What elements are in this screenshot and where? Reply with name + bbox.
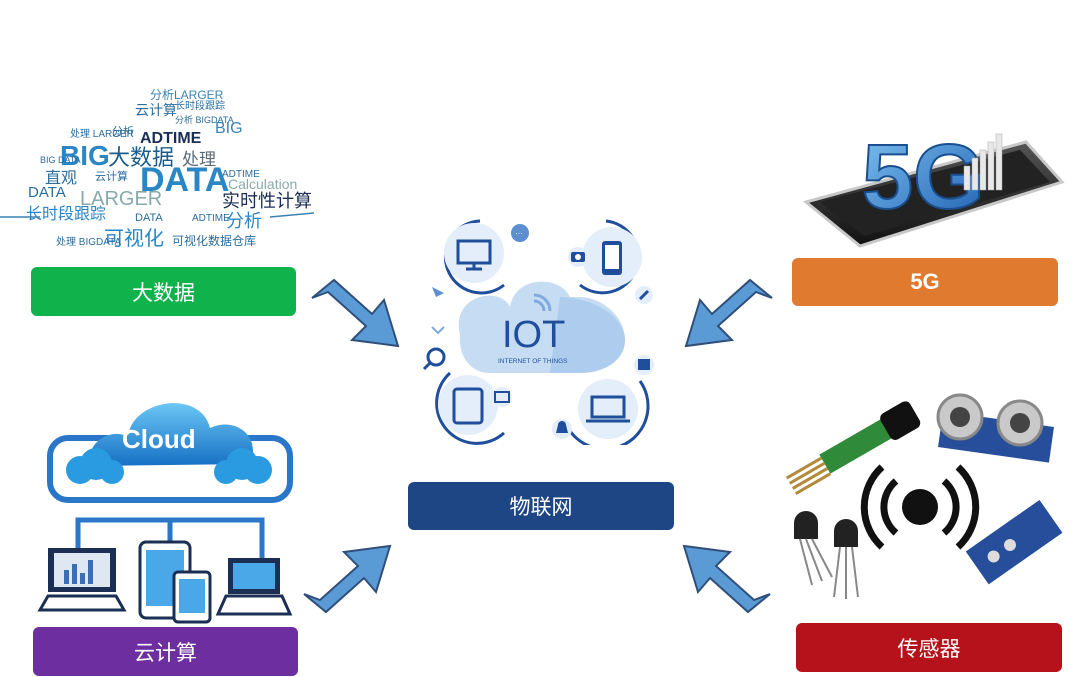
svg-text:BIG: BIG [60, 140, 110, 171]
broadcast-icon [860, 464, 980, 550]
svg-text:分析: 分析 [112, 124, 134, 138]
sensor-label: 传感器 [796, 623, 1062, 672]
svg-text:处理: 处理 [182, 150, 216, 169]
svg-text:分析 BIGDATA: 分析 BIGDATA [175, 114, 234, 125]
arrow-5g-to-iot [684, 278, 773, 348]
bell-icon [552, 419, 572, 439]
svg-text:Cloud: Cloud [122, 424, 196, 454]
iot-graphic: IOT INTERNET OF THINGS ··· [422, 219, 654, 445]
mail-icon [492, 387, 512, 407]
svg-text:IOT: IOT [502, 314, 565, 356]
arrow-sensor-to-iot [682, 544, 771, 614]
bigdata-wordcloud: 分析LARGER 云计算 长时段跟踪 分析 BIGDATA BIG 处理 LAR… [0, 88, 315, 250]
svg-text:处理 LARGER: 处理 LARGER [70, 128, 134, 140]
svg-text:···: ··· [515, 229, 523, 238]
camera-icon [568, 247, 588, 267]
svg-text:DATA: DATA [140, 161, 229, 199]
svg-text:大数据: 大数据 [108, 145, 174, 170]
svg-text:INTERNET OF THINGS: INTERNET OF THINGS [498, 358, 568, 365]
monitor-icon [443, 219, 505, 295]
svg-text:Calculation: Calculation [228, 176, 297, 192]
svg-text:ADTIME: ADTIME [140, 130, 202, 147]
svg-text:处理 BIGDATA: 处理 BIGDATA [56, 236, 122, 248]
svg-text:BIG: BIG [215, 120, 243, 137]
svg-text:直观: 直观 [45, 169, 77, 187]
chat-icon: ··· [511, 224, 529, 242]
iot-label: 物联网 [408, 482, 674, 530]
tablet-icon [435, 371, 506, 445]
search-icon [422, 347, 446, 371]
wifi-icon [533, 293, 552, 312]
svg-text:ADTIME: ADTIME [222, 169, 260, 180]
svg-text:可视化数据仓库: 可视化数据仓库 [172, 233, 256, 248]
svg-text:DATA: DATA [135, 212, 163, 224]
svg-text:DATA: DATA [28, 184, 66, 201]
cloud-computing-graphic: Cloud [37, 403, 293, 624]
location-arrow-icon [432, 287, 444, 297]
laptop-icon [568, 379, 650, 445]
svg-text:分析: 分析 [226, 211, 262, 231]
svg-text:分析LARGER: 分析LARGER [150, 88, 224, 102]
svg-text:ADTIME: ADTIME [192, 213, 230, 224]
svg-text:实时性计算: 实时性计算 [222, 191, 312, 211]
bigdata-label: 大数据 [31, 267, 296, 316]
svg-text:BIG DATA: BIG DATA [40, 155, 81, 165]
5g-label: 5G [792, 258, 1058, 306]
svg-text:可视化: 可视化 [104, 227, 164, 250]
pin-icon [635, 286, 653, 304]
calendar-icon [634, 355, 654, 375]
smartphone-icon [579, 219, 642, 295]
svg-text:长时段跟踪: 长时段跟踪 [26, 205, 106, 223]
arrow-bigdata-to-iot [311, 278, 400, 348]
svg-text:长时段跟踪: 长时段跟踪 [175, 99, 225, 112]
svg-text:云计算: 云计算 [135, 102, 177, 118]
5g-phone-graphic: 5G [802, 125, 1065, 248]
cloud-computing-label: 云计算 [33, 627, 298, 676]
svg-text:LARGER: LARGER [80, 188, 162, 210]
arrow-cloud-to-iot [303, 544, 392, 614]
svg-text:云计算: 云计算 [95, 169, 128, 183]
sensors-graphic [785, 393, 1063, 599]
